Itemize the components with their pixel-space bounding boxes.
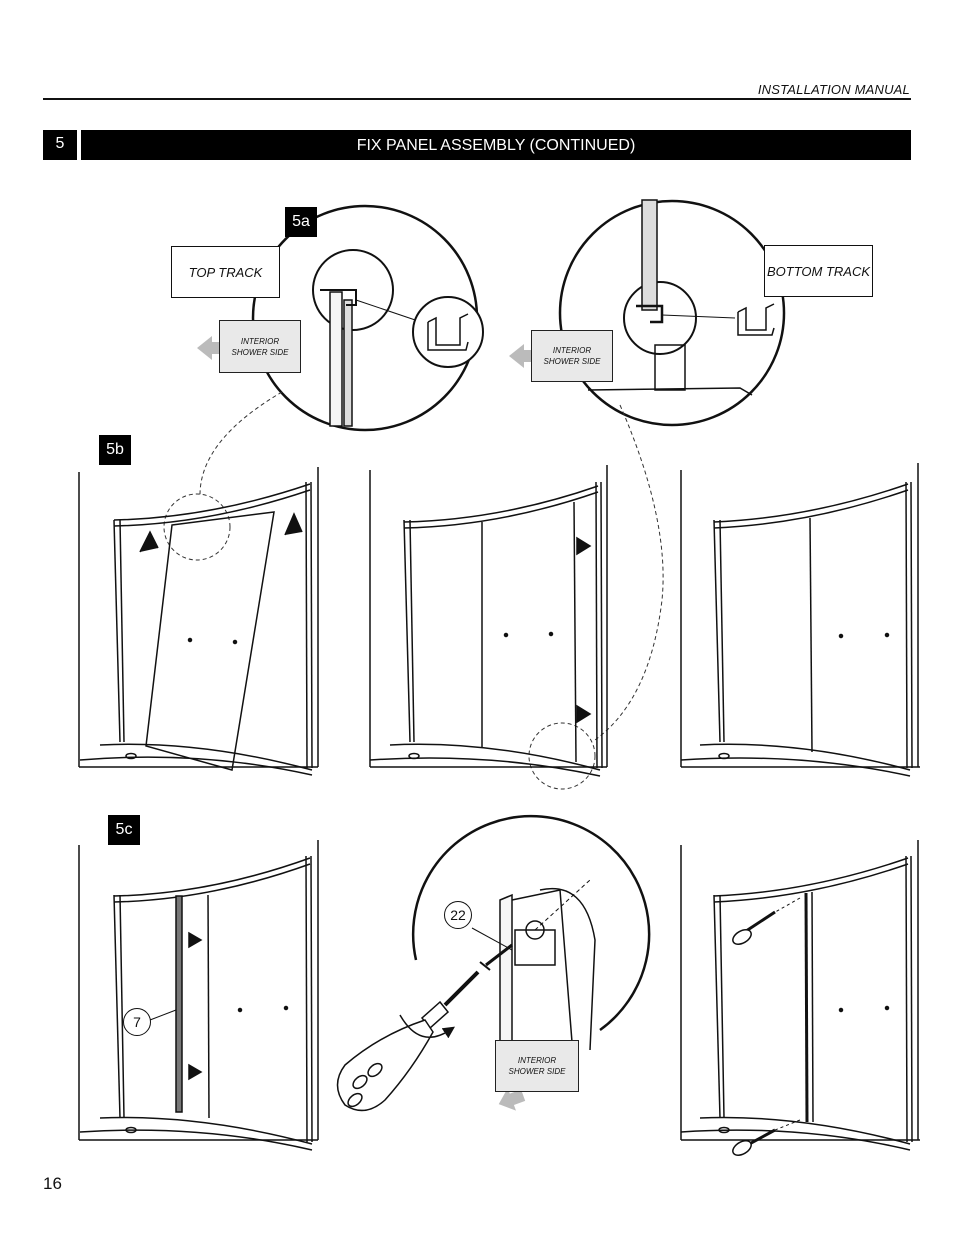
substep-5a-label: 5a bbox=[285, 207, 317, 237]
shower-step-5c-3 bbox=[680, 840, 920, 1156]
step-number: 5 bbox=[43, 130, 77, 160]
shower-step-5c-1 bbox=[78, 840, 319, 1151]
step-title: FIX PANEL ASSEMBLY (CONTINUED) bbox=[81, 130, 911, 160]
bottom-track-detail bbox=[558, 199, 786, 427]
substep-5b-label: 5b bbox=[99, 435, 131, 465]
interior-line1: INTERIOR bbox=[552, 346, 592, 355]
screwdriver-icon bbox=[336, 970, 480, 1112]
interior-side-callout: INTERIOR SHOWER SIDE bbox=[219, 320, 301, 373]
part-number-screw: 22 bbox=[444, 901, 472, 929]
dashed-leaders bbox=[163, 391, 664, 790]
interior-side-callout: INTERIOR SHOWER SIDE bbox=[495, 1040, 579, 1092]
interior-line1: INTERIOR bbox=[240, 336, 280, 346]
header-rule bbox=[43, 98, 911, 100]
interior-line1: INTERIOR bbox=[517, 1056, 557, 1065]
interior-arrow-icons bbox=[197, 336, 534, 1111]
shower-step-5b-2 bbox=[369, 465, 608, 777]
bottom-track-callout: BOTTOM TRACK bbox=[764, 245, 873, 297]
part-number-panel: 7 bbox=[123, 1008, 151, 1036]
page-number: 16 bbox=[43, 1174, 62, 1193]
substep-5c-label: 5c bbox=[108, 815, 140, 845]
shower-step-5b-1 bbox=[78, 467, 319, 776]
interior-side-callout: INTERIOR SHOWER SIDE bbox=[531, 330, 613, 382]
shower-step-5b-3 bbox=[680, 463, 920, 777]
interior-line2: SHOWER SIDE bbox=[543, 357, 601, 366]
manual-header-label: INSTALLATION MANUAL bbox=[757, 82, 910, 97]
top-track-detail bbox=[251, 204, 484, 432]
interior-line2: SHOWER SIDE bbox=[231, 347, 289, 357]
interior-line2: SHOWER SIDE bbox=[508, 1067, 566, 1076]
top-track-callout: TOP TRACK bbox=[171, 246, 280, 298]
